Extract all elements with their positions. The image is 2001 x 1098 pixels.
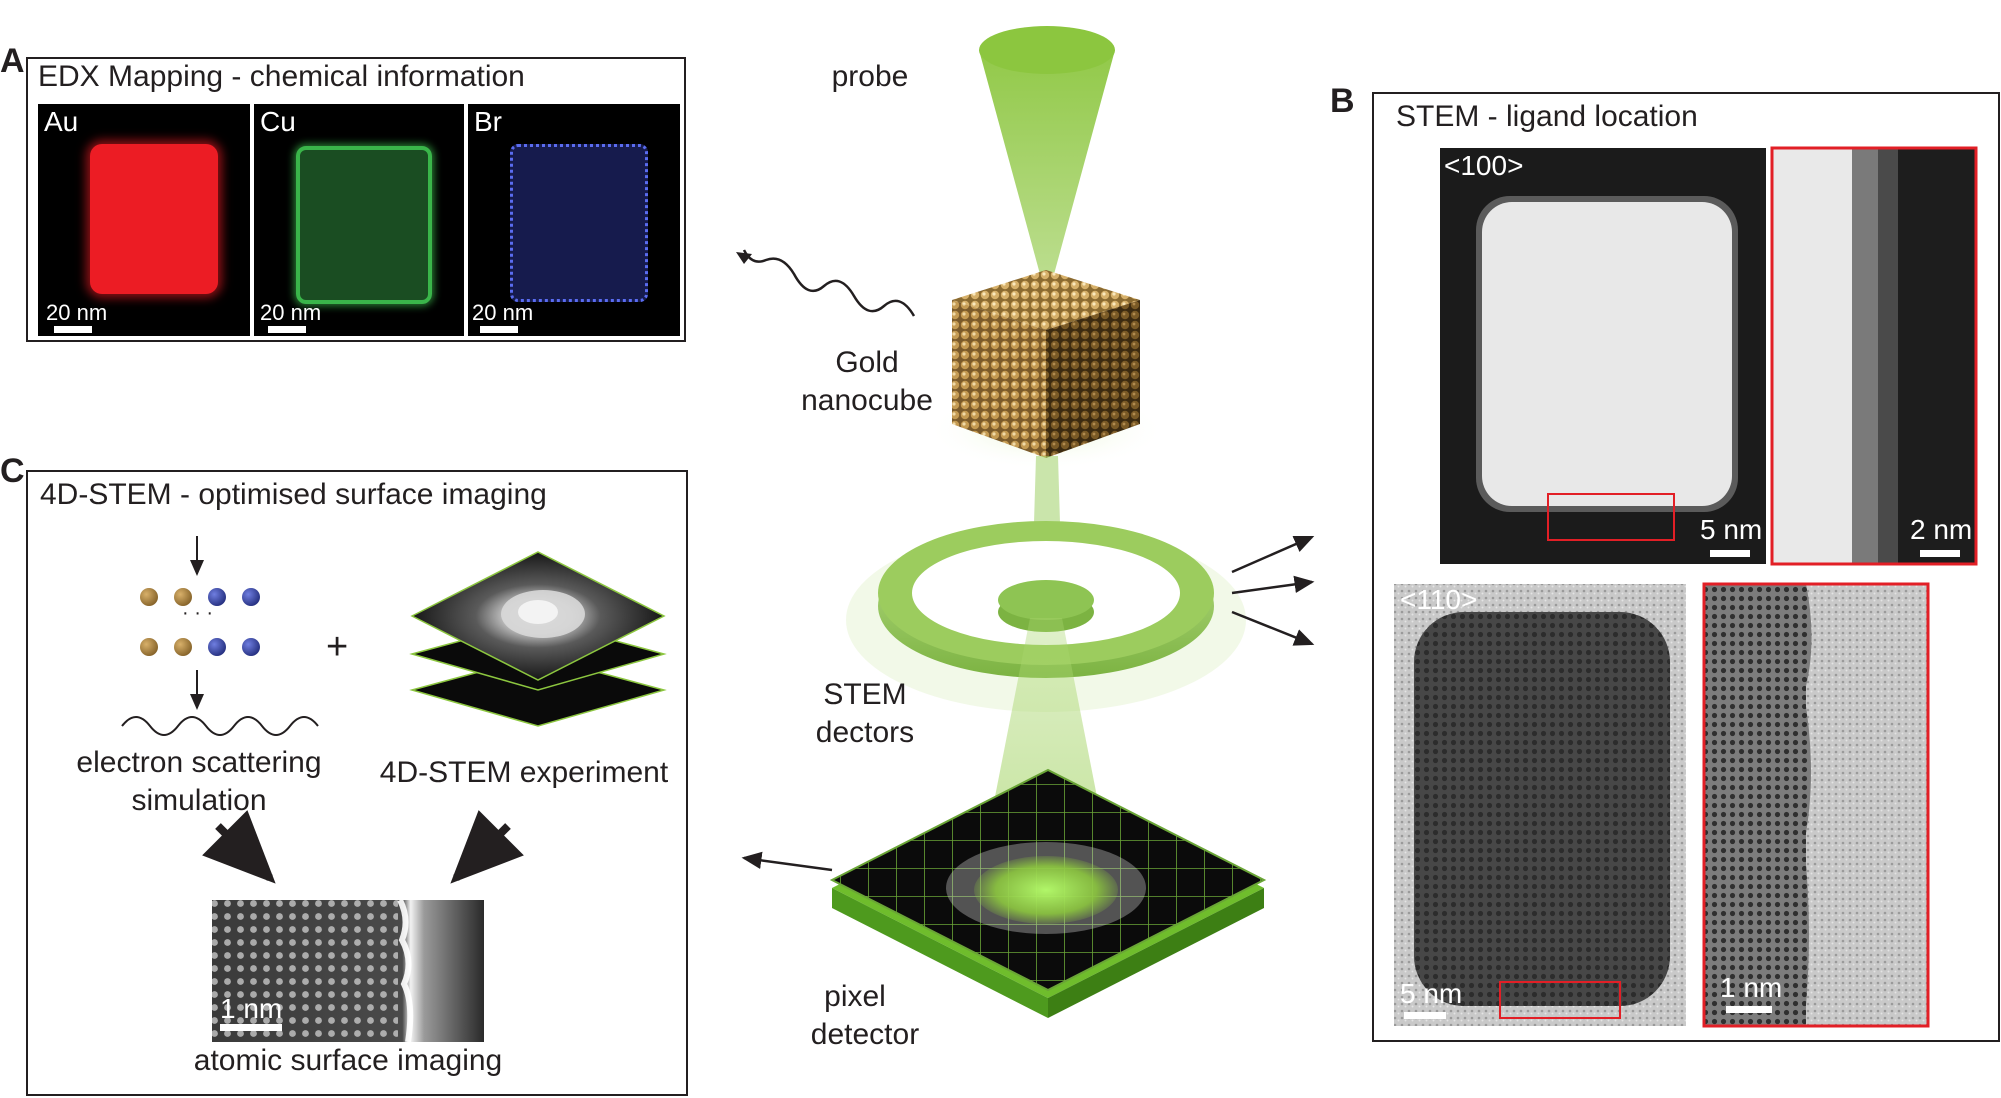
panel-b-letter: B: [1330, 82, 1355, 120]
panel-a-title: EDX Mapping - chemical information: [38, 60, 525, 93]
panel-b-frame: [1372, 92, 2000, 1042]
detectors-label-line1: STEM: [823, 678, 907, 711]
cu-signal: [296, 146, 432, 304]
gold-nanocube: [926, 270, 1166, 470]
stem-image-100: [1440, 148, 1766, 564]
arrow-exp-to-result: [450, 810, 524, 884]
atom-blue-2: [242, 588, 260, 606]
atom-blue-1: [208, 588, 226, 606]
tem-zoom-scale-text: 1 nm: [1720, 972, 1783, 1003]
tem-110-scale-text: 5 nm: [1400, 978, 1463, 1009]
atom-gold-1: [140, 588, 158, 606]
atomic-surface-image: [212, 898, 484, 1043]
atom-gold-3: [140, 638, 158, 656]
scatter-arrow-2: [1231, 575, 1315, 595]
atom-row-top: [140, 588, 260, 612]
atom-blue-4: [242, 638, 260, 656]
result-label: atomic surface imaging: [193, 1044, 503, 1077]
au-signal: [90, 144, 218, 294]
edx-map-cu: Cu 20 nm: [254, 104, 464, 336]
pixel-label-line2: detector: [810, 1018, 920, 1051]
scatter-arrow-1: [1231, 535, 1315, 574]
probe-label: probe: [831, 60, 909, 93]
stem-100-scalebar: [1710, 550, 1750, 557]
tem-zoom-scalebar: [1726, 1006, 1772, 1013]
orientation-110-label: <110>: [1400, 584, 1478, 615]
panel-c-title: 4D-STEM - optimised surface imaging: [40, 478, 547, 511]
panel-a-letter: A: [0, 42, 25, 80]
probe-cone: [979, 50, 1115, 300]
experiment-label: 4D-STEM experiment: [379, 756, 669, 789]
stem-zoom-scalebar: [1920, 550, 1960, 557]
pixel-label-line1: pixel: [824, 980, 886, 1013]
panel-b-title: STEM - ligand location: [1396, 100, 1698, 133]
br-signal: [510, 144, 648, 302]
edx-cu-scale-text: 20 nm: [260, 300, 322, 325]
edx-cu-scalebar: [268, 326, 306, 333]
atom-ellipsis: · · ·: [182, 602, 214, 624]
edx-cu-label: Cu: [260, 106, 296, 137]
tem-110-scalebar: [1404, 1012, 1446, 1019]
atom-blue-3: [208, 638, 226, 656]
xray-emission-wave: [742, 249, 916, 317]
scatter-arrow-3: [1231, 610, 1315, 646]
detectors-label-line2: dectors: [815, 716, 915, 749]
result-scalebar: [220, 1024, 282, 1031]
edx-br-label: Br: [474, 106, 502, 137]
result-scale-text: 1 nm: [220, 993, 283, 1024]
electron-wave: [121, 716, 319, 736]
edx-br-scalebar: [480, 326, 518, 333]
arrow-sim-to-result: [202, 810, 276, 884]
panel-c-letter: C: [0, 452, 25, 490]
xray-emission-arrowhead: [736, 252, 752, 264]
edx-au-scale-text: 20 nm: [46, 300, 108, 325]
pixel-out-arrow: [741, 851, 833, 872]
atom-gold-2: [174, 588, 192, 606]
atom-gold-4: [174, 638, 192, 656]
plus-sign: +: [326, 626, 349, 668]
stem-100-scale-text: 5 nm: [1700, 514, 1763, 545]
orientation-100-label: <100>: [1444, 150, 1524, 181]
nanocube-label-line1: Gold: [835, 346, 899, 379]
tem-image-110: [1394, 584, 1686, 1026]
pixel-detector: [829, 768, 1267, 1018]
edx-map-br: Br 20 nm: [468, 104, 680, 336]
edx-au-scalebar: [54, 326, 92, 333]
tem-zoom-110: [1702, 582, 1930, 1028]
edx-br-scale-text: 20 nm: [472, 300, 534, 325]
simulation-label-line1: electron scattering: [76, 746, 322, 779]
stem-zoom-scale-text: 2 nm: [1910, 514, 1973, 545]
nanocube-label-line2: nanocube: [801, 384, 933, 417]
diffraction-layer-top: [410, 551, 666, 681]
edx-map-au: Au 20 nm: [38, 104, 250, 336]
stem-zoom-100: [1770, 146, 1978, 566]
edx-au-label: Au: [44, 106, 79, 137]
atom-row-bottom: [140, 638, 260, 662]
